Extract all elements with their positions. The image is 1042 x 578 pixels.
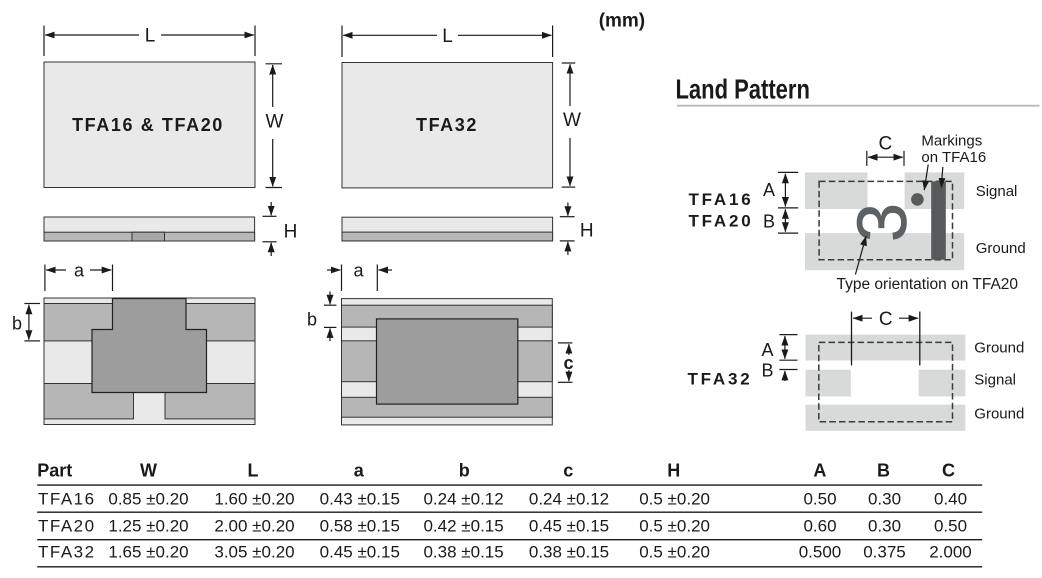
svg-text:a: a [74,260,85,280]
svg-text:0.60: 0.60 [803,517,836,536]
svg-text:C: C [879,133,893,154]
svg-text:a: a [354,461,365,481]
svg-text:H: H [284,221,298,242]
svg-text:0.5 ±0.20: 0.5 ±0.20 [639,517,710,536]
svg-text:0.85 ±0.20: 0.85 ±0.20 [108,490,188,509]
svg-text:TFA20: TFA20 [689,211,754,230]
svg-text:0.42 ±0.15: 0.42 ±0.15 [423,517,503,536]
svg-text:Signal: Signal [974,372,1016,389]
svg-text:c: c [563,461,573,481]
svg-text:0.50: 0.50 [803,490,836,509]
svg-text:b: b [307,310,317,330]
svg-text:W: W [563,110,581,131]
svg-text:3: 3 [843,203,921,242]
svg-text:TFA20: TFA20 [38,517,96,536]
svg-text:Markings: Markings [921,133,982,150]
svg-text:0.30: 0.30 [868,517,901,536]
svg-text:0.30: 0.30 [868,490,901,509]
svg-text:0.45 ±0.15: 0.45 ±0.15 [529,517,609,536]
svg-text:Type orientation on TFA20: Type orientation on TFA20 [837,276,1019,293]
svg-text:A: A [761,340,773,360]
svg-text:W: W [140,461,157,481]
svg-text:0.58 ±0.15: 0.58 ±0.15 [320,517,400,536]
svg-text:(mm): (mm) [599,10,645,31]
svg-text:0.38 ±0.15: 0.38 ±0.15 [529,543,609,562]
svg-text:0.375: 0.375 [863,543,906,562]
svg-text:C: C [942,461,955,481]
svg-text:1.25 ±0.20: 1.25 ±0.20 [108,517,188,536]
svg-text:B: B [877,461,890,481]
svg-text:3.05 ±0.20: 3.05 ±0.20 [214,543,294,562]
svg-text:TFA32: TFA32 [416,115,478,135]
svg-text:L: L [442,26,453,47]
svg-text:L: L [145,26,156,47]
svg-text:1.60 ±0.20: 1.60 ±0.20 [214,490,294,509]
svg-text:0.50: 0.50 [934,517,967,536]
svg-text:b: b [12,314,22,334]
svg-text:c: c [563,353,573,373]
svg-text:H: H [580,221,594,242]
svg-text:a: a [353,260,364,280]
svg-text:TFA32: TFA32 [688,370,753,389]
svg-text:Land Pattern: Land Pattern [676,74,810,105]
svg-text:Ground: Ground [974,406,1024,423]
svg-text:TFA16: TFA16 [689,190,754,209]
svg-text:TFA16 & TFA20: TFA16 & TFA20 [72,115,224,135]
svg-text:0.38 ±0.15: 0.38 ±0.15 [423,543,503,562]
svg-text:Ground: Ground [976,240,1026,257]
svg-text:0.45 ±0.15: 0.45 ±0.15 [320,543,400,562]
svg-text:0.43 ±0.15: 0.43 ±0.15 [320,490,400,509]
svg-text:0.24 ±0.12: 0.24 ±0.12 [423,490,503,509]
svg-text:Ground: Ground [974,340,1024,357]
svg-text:Signal: Signal [976,183,1018,200]
svg-text:on TFA16: on TFA16 [921,149,986,166]
svg-text:0.24 ±0.12: 0.24 ±0.12 [529,490,609,509]
svg-text:2.00 ±0.20: 2.00 ±0.20 [214,517,294,536]
svg-text:b: b [459,461,470,481]
svg-text:B: B [761,361,773,381]
svg-text:L: L [248,461,259,481]
svg-text:C: C [879,309,893,330]
svg-text:1.65 ±0.20: 1.65 ±0.20 [108,543,188,562]
svg-text:H: H [667,461,680,481]
svg-text:TFA16: TFA16 [38,490,96,509]
svg-text:Part: Part [37,461,72,481]
svg-text:A: A [763,180,775,200]
svg-text:B: B [763,211,775,231]
svg-text:0.40: 0.40 [934,490,967,509]
svg-text:2.000: 2.000 [929,543,972,562]
svg-text:TFA32: TFA32 [38,543,96,562]
svg-text:0.500: 0.500 [799,543,842,562]
svg-text:A: A [813,461,826,481]
svg-text:W: W [266,112,284,133]
svg-text:0.5 ±0.20: 0.5 ±0.20 [639,490,710,509]
svg-text:0.5 ±0.20: 0.5 ±0.20 [639,543,710,562]
